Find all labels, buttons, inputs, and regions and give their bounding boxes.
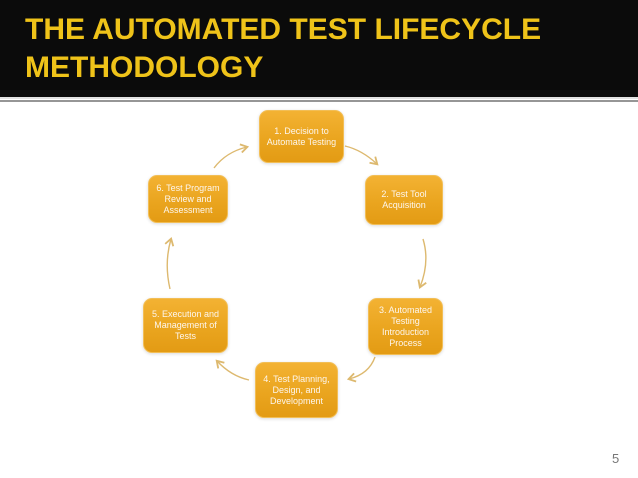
cycle-step-1-decision-to-automate: 1. Decision to Automate Testing	[259, 110, 344, 163]
arrow-step3-to-step4-icon	[349, 356, 376, 379]
cycle-step-6-test-program-review: 6. Test Program Review and Assessment	[148, 175, 228, 223]
cycle-step-label: 2. Test Tool Acquisition	[381, 189, 427, 210]
page-title: THE AUTOMATED TEST LIFECYCLE METHODOLOGY	[25, 11, 618, 87]
cycle-step-4-test-planning-design-development: 4. Test Planning, Design, and Developmen…	[255, 362, 338, 418]
slide-title-banner: THE AUTOMATED TEST LIFECYCLE METHODOLOGY	[0, 0, 638, 97]
title-line-2: METHODOLOGY	[25, 51, 264, 84]
cycle-step-5-execution-and-management: 5. Execution and Management of Tests	[143, 298, 228, 353]
arrow-step5-to-step6-icon	[167, 239, 171, 290]
cycle-step-3-automated-testing-introduction: 3. Automated Testing Introduction Proces…	[368, 298, 443, 355]
arrow-step4-to-step5-icon	[217, 361, 250, 381]
title-divider-light	[0, 97, 638, 99]
title-divider-rule	[0, 100, 638, 102]
title-line-1: THE AUTOMATED TEST LIFECYCLE	[25, 13, 542, 46]
cycle-step-label: 3. Automated Testing Introduction Proces…	[378, 304, 433, 348]
cycle-step-label: 1. Decision to Automate Testing	[266, 125, 337, 147]
arrow-step6-to-step1-icon	[213, 147, 247, 169]
cycle-step-label: 5. Execution and Management of Tests	[151, 309, 220, 341]
cycle-step-label: 6. Test Program Review and Assessment	[156, 182, 220, 215]
slide-page-number: 5	[612, 451, 620, 466]
arrow-step2-to-step3-icon	[420, 238, 426, 287]
cycle-step-label: 4. Test Planning, Design, and Developmen…	[263, 373, 330, 406]
arrow-step1-to-step2-icon	[344, 145, 377, 164]
cycle-step-2-test-tool-acquisition: 2. Test Tool Acquisition	[365, 175, 443, 225]
